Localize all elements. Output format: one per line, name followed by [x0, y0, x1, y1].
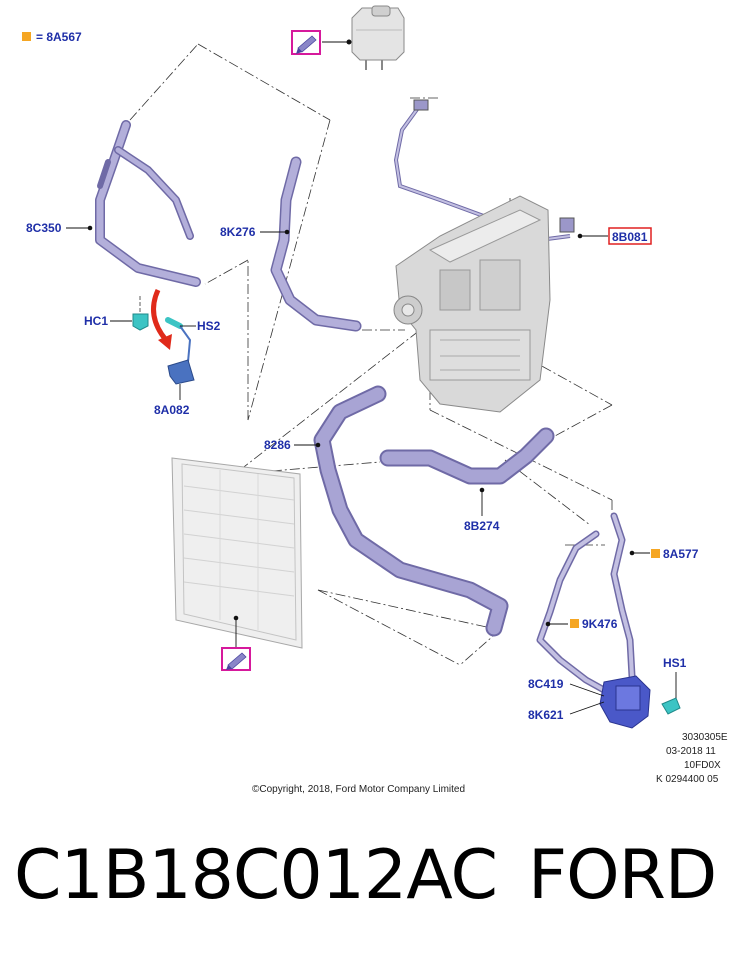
coolant-outlet-housing — [599, 675, 651, 729]
clip-hs2 — [165, 317, 192, 363]
label-8a577: 8A577 — [663, 547, 699, 561]
clip-hc1 — [132, 296, 149, 331]
direction-arrow — [151, 288, 168, 342]
pencil-icon — [226, 652, 247, 670]
pencil-icon — [296, 35, 317, 54]
cooling-system-diagram: = 8A567 8C350 HC1 HS2 — [22, 5, 728, 795]
meta-line-2: 03-2018 11 — [666, 746, 716, 757]
engine-block — [393, 195, 551, 413]
meta-line-1: 3030305E — [682, 732, 728, 743]
hose-8c350 — [95, 120, 201, 287]
coolant-reservoir — [322, 5, 405, 70]
legend-swatch — [22, 32, 31, 41]
part-number: C1B18C012AC — [14, 836, 498, 915]
label-8k276: 8K276 — [220, 225, 256, 239]
label-8a082: 8A082 — [154, 403, 190, 417]
alignment-lines — [129, 43, 613, 666]
meta-line-4: K 0294400 05 — [656, 774, 719, 785]
label-8k621: 8K621 — [528, 708, 564, 722]
hose-8b274 — [379, 427, 555, 485]
label-8286: 8286 — [264, 438, 291, 452]
label-9k476: 9K476 — [582, 617, 618, 631]
hose-8a577 — [610, 512, 636, 680]
label-8c350: 8C350 — [26, 221, 62, 235]
label-8c419: 8C419 — [528, 677, 564, 691]
label-8b274: 8B274 — [464, 519, 500, 533]
hose-9k476 — [536, 530, 608, 694]
clip-hs1 — [661, 672, 681, 715]
brand-name: FORD — [528, 836, 717, 915]
radiator — [171, 457, 303, 649]
label-hs1: HS1 — [663, 656, 687, 670]
swatch-9k476 — [570, 619, 579, 628]
copyright-notice: ©Copyright, 2018, Ford Motor Company Lim… — [252, 784, 465, 795]
reservoir-callout-box — [291, 30, 321, 55]
radiator-callout-box — [221, 647, 251, 671]
swatch-8a577 — [651, 549, 660, 558]
label-8b081: 8B081 — [612, 230, 648, 244]
legend-text: = 8A567 — [36, 30, 82, 44]
label-hs2: HS2 — [197, 319, 221, 333]
meta-line-3: 10FD0X — [684, 760, 721, 771]
hose-8286 — [313, 385, 509, 637]
label-hc1: HC1 — [84, 314, 108, 328]
hose-8k276 — [270, 156, 362, 332]
bracket-8a082 — [167, 359, 195, 400]
label-8b081-box — [608, 227, 652, 245]
